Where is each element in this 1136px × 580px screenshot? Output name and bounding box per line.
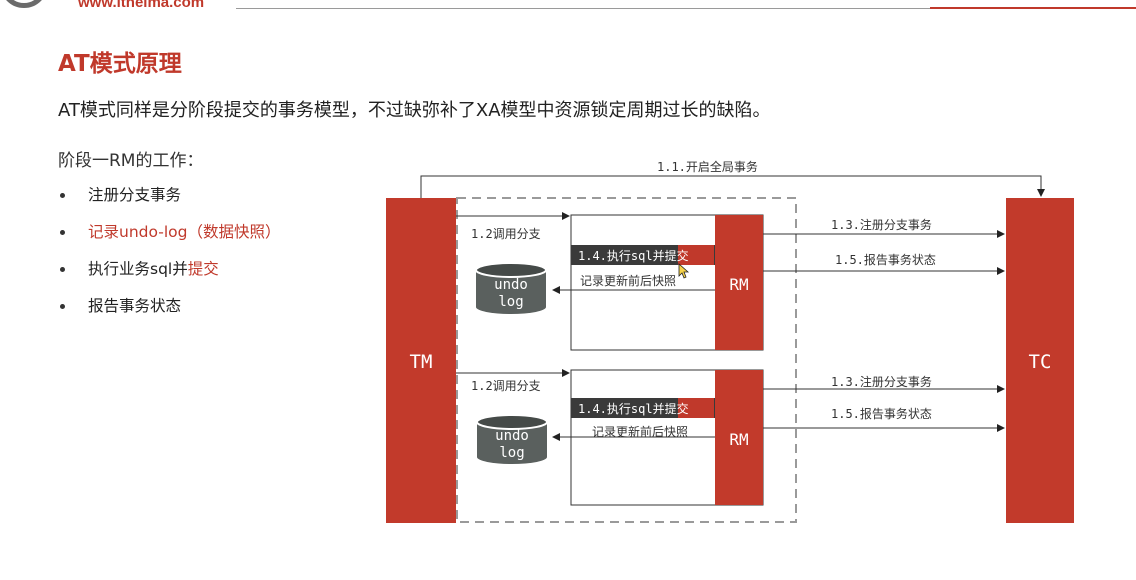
bullet-text-highlight: 提交 xyxy=(187,260,219,278)
bullet-dot-icon xyxy=(60,304,65,309)
top-header: www.itheima.com xyxy=(0,0,1136,14)
phase-label: 阶段一RM的工作： xyxy=(58,151,204,171)
rm-box xyxy=(715,215,763,350)
header-divider xyxy=(236,8,930,9)
tc-box xyxy=(1006,198,1074,523)
mouse-cursor-icon xyxy=(678,263,690,279)
exec-sql-text: 1.4.执行sql并 xyxy=(578,402,665,416)
snapshot-label: 记录更新前后快照 xyxy=(580,273,676,288)
bullet-text: 注册分支事务 xyxy=(88,186,182,204)
exec-sql-highlight-bg xyxy=(678,245,714,265)
header-accent-divider xyxy=(930,7,1136,9)
report-status-label: 1.5.报告事务状态 xyxy=(835,252,936,267)
undo-log-label-line1: undo xyxy=(495,428,529,444)
bullet-item: 报告事务状态 xyxy=(58,291,280,328)
rm-box xyxy=(715,370,763,505)
snapshot-label: 记录更新前后快照 xyxy=(592,424,688,439)
branch-group-border xyxy=(456,197,797,523)
slide-title: AT模式原理 xyxy=(58,51,182,77)
branch-1: RM 1.2调用分支 1.4.执行sql并提交 记录更新前后快照 undo lo… xyxy=(456,212,1005,351)
branch-2: RM 1.2调用分支 1.4.执行sql并提交 记录更新前后快照 undo lo… xyxy=(456,369,1005,506)
tc-label: TC xyxy=(1029,351,1052,373)
exec-sql-highlight-text: 提交 xyxy=(665,248,689,263)
bullet-item: 记录undo-log（数据快照） xyxy=(58,217,280,254)
bullet-list: 注册分支事务 记录undo-log（数据快照） 执行业务sql并提交 报告事务状… xyxy=(58,180,280,328)
rm-label: RM xyxy=(729,430,748,449)
tm-box xyxy=(386,198,456,523)
exec-sql-highlight-bg xyxy=(678,398,714,418)
exec-sql-highlight-text: 提交 xyxy=(665,401,689,416)
slide-description: AT模式同样是分阶段提交的事务模型，不过缺弥补了XA模型中资源锁定周期过长的缺陷… xyxy=(58,100,771,121)
site-url: www.itheima.com xyxy=(78,0,205,11)
rm-label: RM xyxy=(729,275,748,294)
global-tx-arrow xyxy=(420,175,1045,198)
bullet-dot-icon xyxy=(60,230,65,235)
global-tx-label: 1.1.开启全局事务 xyxy=(657,159,758,174)
undo-log-label-line1: undo xyxy=(494,277,528,293)
register-branch-label: 1.3.注册分支事务 xyxy=(831,217,932,232)
exec-sql-text: 1.4.执行sql并 xyxy=(578,249,665,263)
register-branch-label: 1.3.注册分支事务 xyxy=(831,374,932,389)
branch-call-label: 1.2调用分支 xyxy=(471,227,541,241)
exec-sql-label: 1.4.执行sql并提交 xyxy=(578,401,689,416)
undo-log-db-icon: undo log xyxy=(475,262,547,314)
bullet-text: 执行业务sql并 xyxy=(88,260,188,278)
bullet-item: 执行业务sql并提交 xyxy=(58,254,280,291)
bullet-text: 记录undo-log（数据快照） xyxy=(88,223,281,241)
branch-call-label: 1.2调用分支 xyxy=(471,379,541,393)
bullet-item: 注册分支事务 xyxy=(58,180,280,217)
bullet-dot-icon xyxy=(60,193,65,198)
report-status-label: 1.5.报告事务状态 xyxy=(831,406,932,421)
tm-label: TM xyxy=(410,351,433,373)
undo-log-label-line2: log xyxy=(499,445,524,461)
bullet-dot-icon xyxy=(60,267,65,272)
undo-log-db-icon: undo log xyxy=(476,414,548,464)
bullet-text: 报告事务状态 xyxy=(88,297,182,315)
undo-log-label-line2: log xyxy=(498,294,523,310)
exec-sql-label: 1.4.执行sql并提交 xyxy=(578,248,689,263)
